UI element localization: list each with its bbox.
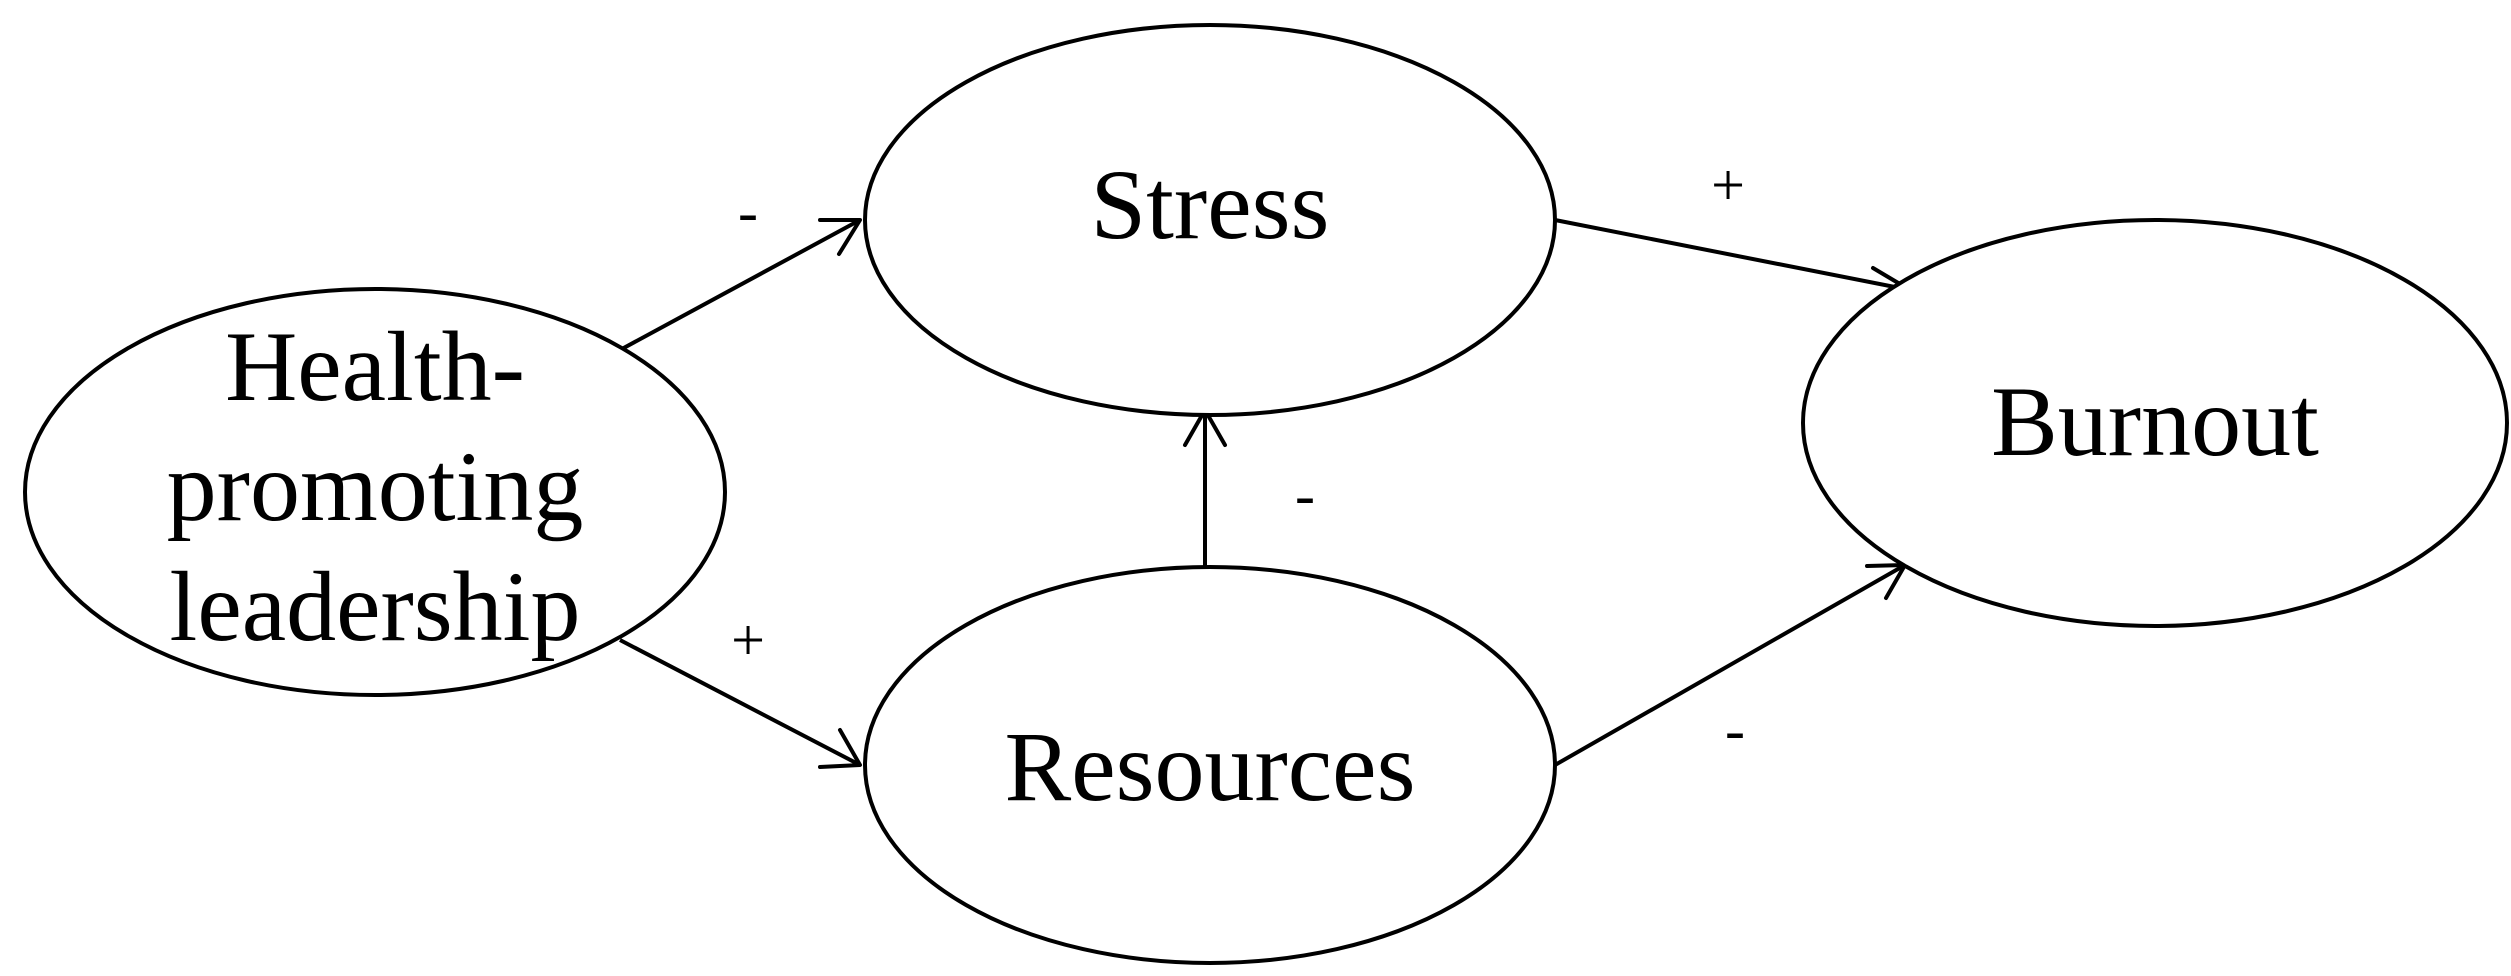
node-health-promoting-leadership: Health- promoting leadership xyxy=(23,287,727,697)
edge-leadership-to-stress xyxy=(619,218,862,352)
edge-stress-to-burnout xyxy=(1554,218,1912,307)
node-label: Burnout xyxy=(1991,366,2319,477)
node-label-line-1: Health- xyxy=(225,311,525,422)
sign-stress-to-burnout: + xyxy=(1711,152,1745,218)
sign-leadership-to-stress: - xyxy=(738,179,758,245)
sign-leadership-to-resources: + xyxy=(731,607,765,673)
node-resources: Resources xyxy=(863,565,1557,965)
node-label: Resources xyxy=(1005,711,1416,822)
node-burnout: Burnout xyxy=(1801,218,2509,628)
edge-resources-to-stress xyxy=(1183,408,1227,570)
sign-resources-to-stress: - xyxy=(1295,462,1315,528)
edge-leadership-to-resources xyxy=(619,638,862,769)
sign-resources-to-burnout: - xyxy=(1725,697,1745,763)
node-label: Stress xyxy=(1091,149,1330,260)
node-stress: Stress xyxy=(863,23,1557,417)
node-label-line-2: promoting xyxy=(167,431,584,542)
node-label-line-3: leadership xyxy=(170,551,581,662)
